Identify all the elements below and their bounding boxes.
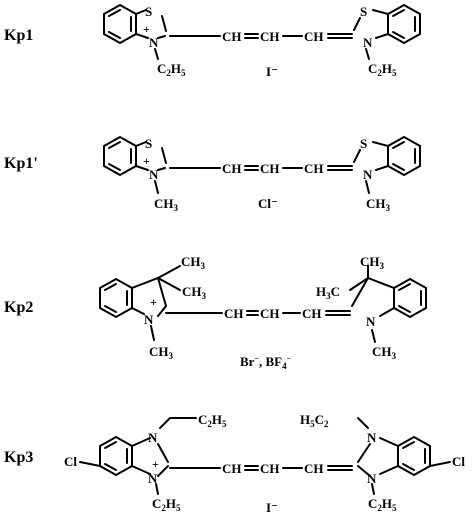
- right-gem-methyl-1: CH3: [360, 254, 385, 271]
- compound-kp1: Kp1 S N + C2H5 CH CH CH S N C2H5 I⁻: [4, 3, 421, 79]
- compound-label: Kp3: [4, 449, 33, 466]
- right-ethyl-1: H5C2: [300, 412, 329, 429]
- right-nitrogen-2: N: [367, 471, 377, 486]
- compound-label: Kp2: [4, 299, 33, 316]
- bridge-ch-1: CH: [222, 29, 242, 44]
- right-nitrogen-1: N: [367, 430, 377, 445]
- bridge-ch-2: CH: [260, 161, 280, 176]
- right-nitrogen: N: [366, 314, 376, 329]
- bridge-ch-1: CH: [222, 461, 242, 476]
- positive-charge: +: [143, 154, 150, 168]
- left-benzimidazolium-ring: [79, 417, 197, 495]
- left-ethyl: C2H5: [157, 61, 186, 78]
- compound-kp2: Kp2 CH3 CH3 N + CH3 CH CH CH CH3 H3C N C…: [4, 254, 427, 371]
- right-benzothiazole-ring: [353, 3, 421, 60]
- left-ethyl-1: C2H5: [198, 412, 227, 429]
- bridge-ch-3: CH: [304, 461, 324, 476]
- left-nitrogen: N: [144, 312, 154, 327]
- left-methyl: CH3: [149, 344, 174, 361]
- right-methyl: CH3: [372, 344, 397, 361]
- bridge-ch-2: CH: [260, 29, 280, 44]
- positive-charge: +: [143, 22, 150, 36]
- bridge-ch-1: CH: [222, 161, 242, 176]
- compound-kp3: Kp3 Cl N N + C2H5 C2H5 CH CH CH N: [4, 412, 465, 515]
- positive-charge: +: [152, 457, 159, 471]
- left-nitrogen-1: N: [148, 430, 158, 445]
- counterion: I⁻: [266, 64, 278, 79]
- right-heteroatom: S: [360, 4, 367, 19]
- counterion: I⁻: [266, 500, 278, 515]
- left-gem-methyl-2: CH3: [182, 284, 207, 301]
- right-benzothiazole-ring: [353, 135, 421, 194]
- compound-kp1-prime: Kp1' S N + CH3 CH CH CH S N CH3 Cl⁻: [4, 135, 421, 213]
- right-gem-methyl-2: H3C: [316, 284, 340, 301]
- bridge-ch-2: CH: [260, 306, 280, 321]
- right-indoline-ring: [349, 265, 427, 343]
- right-ethyl: C2H5: [368, 61, 397, 78]
- bridge-ch-1: CH: [224, 306, 244, 321]
- positive-charge: +: [150, 295, 157, 309]
- left-nitrogen-2: N: [148, 471, 158, 486]
- counterion: Cl⁻: [258, 196, 278, 211]
- left-indolium-ring: [99, 265, 181, 341]
- right-heteroatom: S: [360, 136, 367, 151]
- left-nitrogen: N: [149, 167, 159, 182]
- left-gem-methyl-1: CH3: [181, 254, 206, 271]
- left-heteroatom: S: [145, 4, 152, 19]
- left-benzothiazole-ring: [103, 135, 167, 194]
- bridge-ch-2: CH: [260, 461, 280, 476]
- compound-label: Kp1': [4, 155, 38, 172]
- right-ethyl-2: C2H5: [368, 496, 397, 513]
- right-benzimidazoline-ring: [357, 417, 451, 495]
- counterion: Br−, BF4−: [240, 354, 292, 371]
- right-methyl: CH3: [366, 196, 391, 213]
- left-heteroatom: S: [145, 136, 152, 151]
- compound-label: Kp1: [4, 27, 33, 44]
- left-ethyl-2: C2H5: [152, 496, 181, 513]
- left-benzothiazole-ring: [103, 3, 167, 60]
- bridge-ch-3: CH: [302, 306, 322, 321]
- left-nitrogen: N: [149, 35, 159, 50]
- left-chloro: Cl: [64, 454, 77, 469]
- right-chloro: Cl: [452, 454, 465, 469]
- right-nitrogen: N: [363, 167, 373, 182]
- bridge-ch-3: CH: [304, 29, 324, 44]
- left-methyl: CH3: [154, 196, 179, 213]
- right-nitrogen: N: [363, 35, 373, 50]
- bridge-ch-3: CH: [304, 161, 324, 176]
